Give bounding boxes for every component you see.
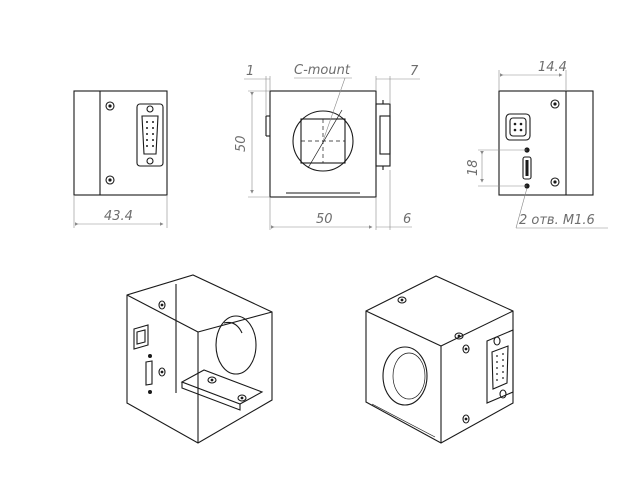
dim-front-rear: 7 bbox=[410, 64, 419, 79]
isometric-view-rear bbox=[126, 274, 273, 444]
dim-front-flange: 1 bbox=[246, 64, 254, 79]
screw-icon bbox=[158, 300, 166, 310]
dim-side-width: 43.4 bbox=[104, 209, 133, 224]
front-view: 50 50 6 1 7 C-mount bbox=[234, 63, 420, 230]
db-connector-icon bbox=[486, 329, 514, 404]
screw-icon bbox=[105, 101, 115, 111]
dim-front-connector: 6 bbox=[403, 212, 411, 227]
lens-mount-icon bbox=[215, 315, 257, 375]
lens-mount-icon bbox=[382, 346, 428, 406]
screw-icon bbox=[397, 296, 407, 304]
dim-rear-hole-spacing: 18 bbox=[466, 159, 481, 176]
dim-front-width: 50 bbox=[316, 212, 333, 227]
connector-profile-icon bbox=[375, 100, 391, 170]
lens-mount-icon bbox=[292, 109, 354, 172]
isometric-view-front bbox=[365, 275, 514, 444]
usb-connector-icon bbox=[522, 147, 532, 189]
screw-icon bbox=[462, 414, 470, 424]
screw-icon bbox=[237, 394, 247, 402]
screw-icon bbox=[207, 376, 217, 384]
rear-view: 14.4 18 2 отв. M1.6 bbox=[466, 60, 608, 229]
side-view: 43.4 bbox=[73, 90, 168, 228]
screw-icon bbox=[158, 367, 166, 377]
dim-front-mount: C-mount bbox=[294, 63, 351, 78]
screw-icon bbox=[550, 99, 560, 109]
power-connector-icon bbox=[133, 324, 149, 350]
dim-rear-holes-note: 2 отв. M1.6 bbox=[519, 213, 595, 228]
screw-icon bbox=[550, 177, 560, 187]
screw-icon bbox=[454, 332, 464, 340]
usb-connector-icon bbox=[145, 354, 153, 394]
power-connector-icon bbox=[505, 113, 531, 141]
db-connector-icon bbox=[136, 103, 164, 167]
screw-icon bbox=[105, 175, 115, 185]
screw-icon bbox=[462, 344, 470, 354]
dim-rear-offset: 14.4 bbox=[538, 60, 567, 75]
dim-front-height: 50 bbox=[234, 135, 249, 152]
